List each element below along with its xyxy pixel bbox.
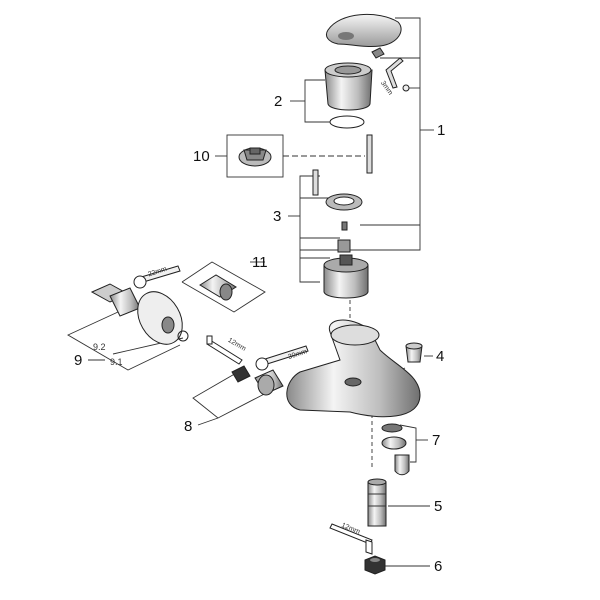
part-11-box: [181, 261, 266, 313]
dim-12mm-left: 12mm: [227, 337, 247, 353]
callout-5: 5: [434, 498, 442, 515]
part-5-diverter: [367, 478, 387, 527]
part-6-nut: [364, 555, 386, 575]
callout-8: 8: [184, 418, 192, 435]
mixer-body: [286, 319, 421, 418]
part-3-stack: [323, 193, 369, 299]
callout-10: 10: [193, 148, 210, 165]
part-2-cap: [324, 62, 373, 129]
part-7-aerator: [381, 423, 410, 476]
leader-lines: [67, 17, 434, 567]
part-9-eccentric: 22mm: [90, 265, 189, 345]
pins: [312, 134, 373, 196]
callout-1: 1: [437, 122, 445, 139]
callout-labels: 1 2 3 4 5 6 7 8 9 9.1 9.2 10 11: [74, 93, 445, 575]
part-8-eccentric: 12mm 30mm: [206, 335, 309, 396]
callout-9-1: 9.1: [110, 357, 123, 367]
part-10-box: [226, 134, 284, 178]
callout-7: 7: [432, 432, 440, 449]
hex-key-3mm-icon: 3mm: [379, 57, 410, 97]
hex-key-12mm-icon: 12mm: [329, 522, 373, 555]
callout-6: 6: [434, 558, 442, 575]
dim-30mm: 30mm: [287, 348, 308, 361]
callout-9-2: 9.2: [93, 342, 106, 352]
callout-2: 2: [274, 93, 282, 110]
callout-9: 9: [74, 352, 82, 369]
part-4-cap: [405, 342, 423, 363]
lever-handle: [325, 13, 402, 59]
callout-3: 3: [273, 208, 281, 225]
callout-4: 4: [436, 348, 444, 365]
callout-11: 11: [252, 254, 268, 271]
